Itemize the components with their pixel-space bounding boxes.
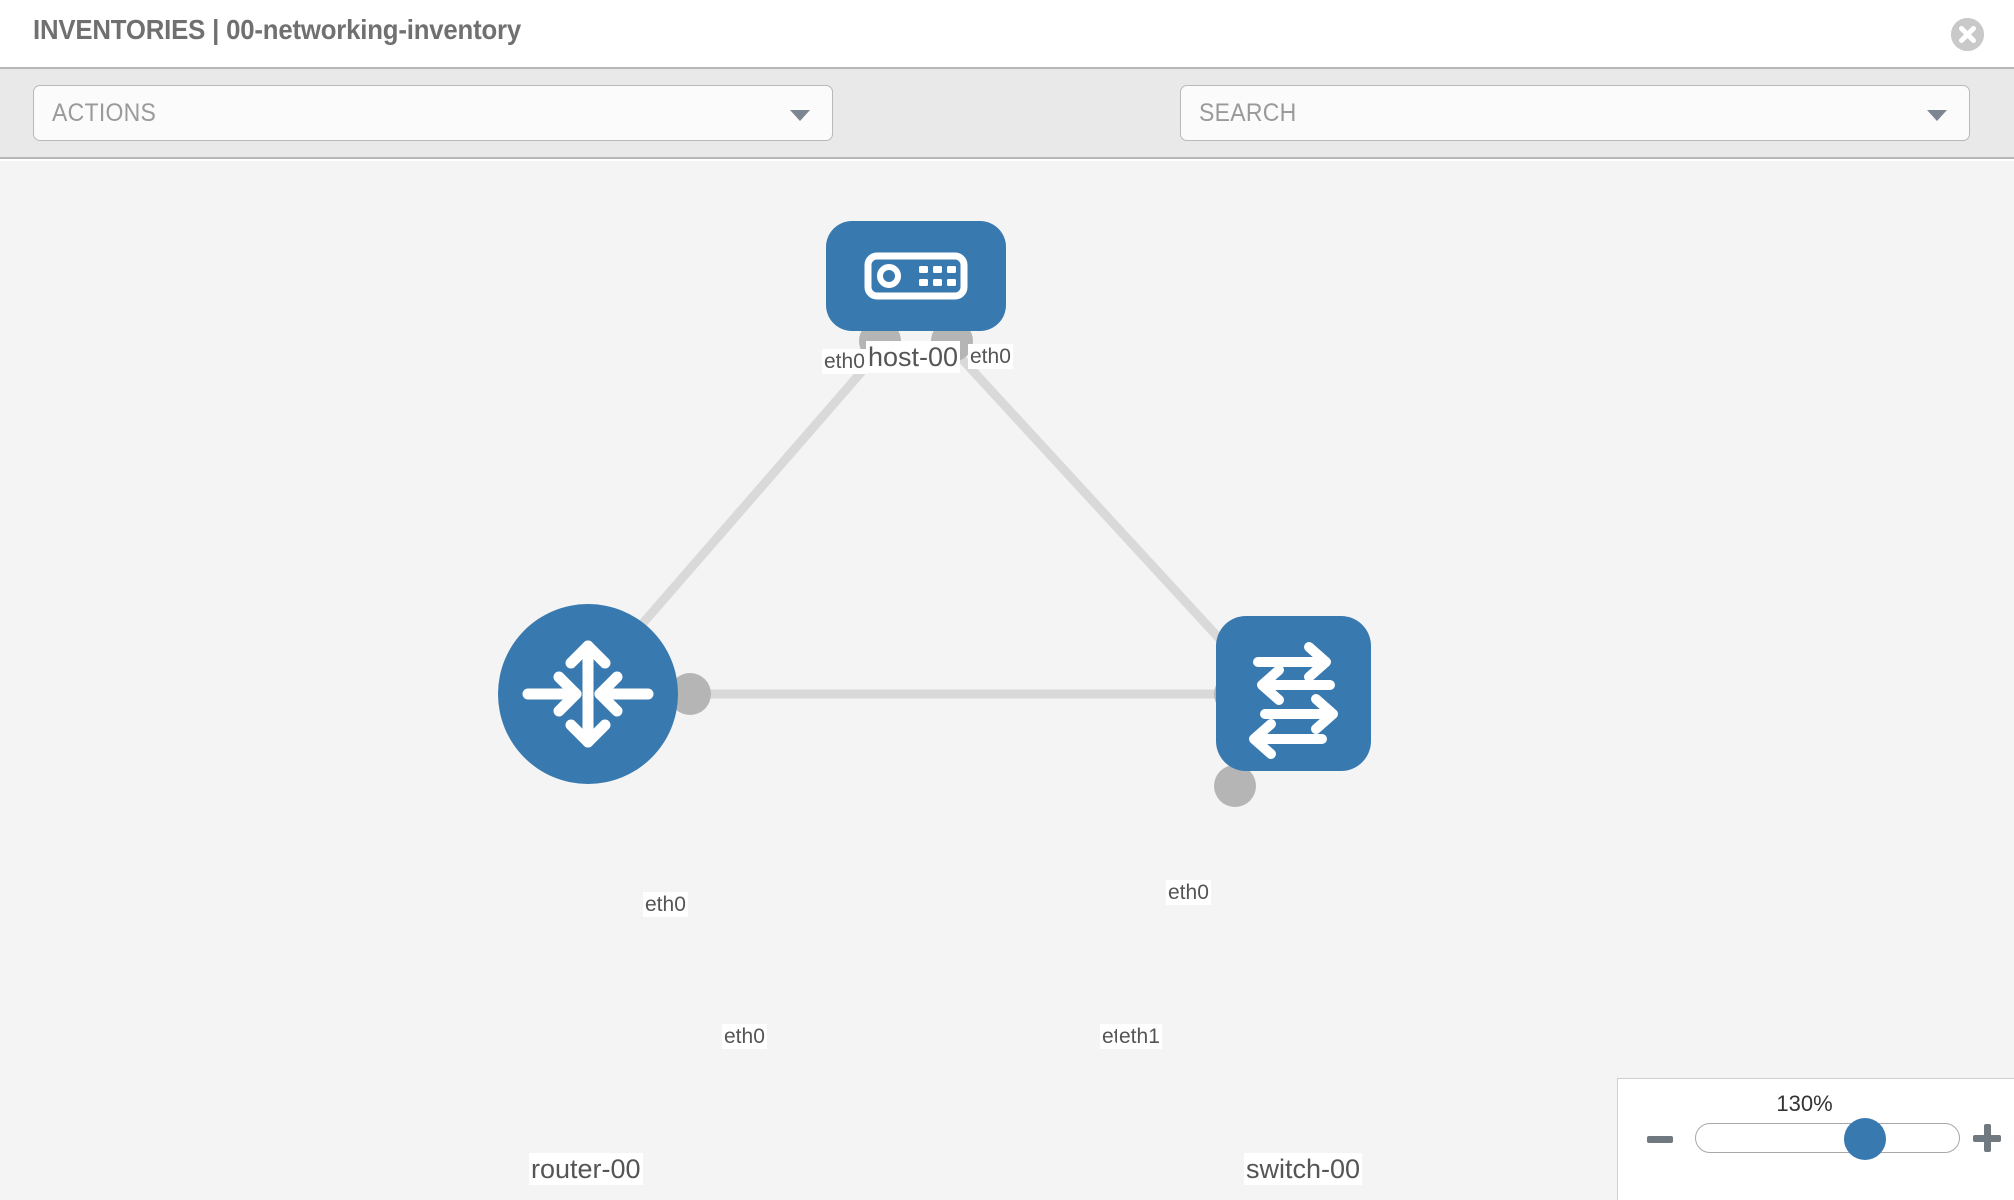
node-label-switch: switch-00	[1244, 1153, 1363, 1185]
topology-links	[606, 342, 1244, 699]
actions-dropdown[interactable]: ACTIONS	[33, 85, 833, 141]
node-label-router: router-00	[529, 1153, 643, 1185]
topology-graph	[498, 221, 1371, 807]
page-title: INVENTORIES | 00-networking-inventory	[33, 14, 522, 45]
zoom-slider-thumb[interactable]	[1844, 1118, 1886, 1160]
switch-arrows-icon	[1249, 642, 1338, 759]
iface-label-switch-upper: eth0	[1166, 880, 1211, 905]
close-icon[interactable]	[1951, 18, 1984, 51]
iface-label-host-right: eth0	[968, 344, 1013, 369]
link-host-router[interactable]	[606, 343, 888, 664]
search-placeholder: SEARCH	[1199, 99, 1297, 127]
chevron-down-icon[interactable]	[1927, 110, 1947, 121]
connector-router-right[interactable]	[669, 673, 711, 715]
link-connectors	[669, 320, 1256, 807]
node-host-00[interactable]	[826, 221, 1006, 331]
zoom-slider[interactable]	[1695, 1118, 1960, 1160]
zoom-out-button[interactable]	[1647, 1136, 1673, 1143]
router-arrows-icon	[522, 640, 654, 748]
node-router-00[interactable]	[498, 604, 678, 784]
page-header: INVENTORIES | 00-networking-inventory	[0, 0, 2014, 69]
zoom-control-panel: 130%	[1617, 1078, 2014, 1200]
actions-dropdown-label: ACTIONS	[52, 99, 157, 127]
chevron-down-icon	[790, 110, 810, 121]
iface-label-host-left: eth0	[822, 349, 867, 374]
zoom-in-button[interactable]	[1973, 1124, 2001, 1152]
node-label-host: host-00	[866, 341, 961, 373]
toolbar: ACTIONS SEARCH	[0, 69, 2014, 202]
iface-label-router-upper: eth0	[643, 892, 688, 917]
topology-canvas[interactable]: eth0 host-00 eth0 eth0 eth0 eth0 eth0 et…	[0, 161, 2014, 1200]
search-input[interactable]: SEARCH	[1180, 85, 1970, 141]
iface-label-switch-left: eth1	[1117, 1024, 1162, 1049]
switch-node-body[interactable]	[1216, 616, 1371, 771]
zoom-level-value: 130%	[1776, 1091, 1833, 1116]
server-host-icon	[864, 252, 968, 300]
link-host-switch[interactable]	[946, 342, 1244, 665]
close-circle-icon	[1951, 18, 1984, 51]
connector-switch-top[interactable]	[1214, 765, 1256, 807]
host-node-body[interactable]	[826, 221, 1006, 331]
node-switch-00[interactable]	[1216, 616, 1371, 771]
iface-label-router-right: eth0	[722, 1024, 767, 1049]
